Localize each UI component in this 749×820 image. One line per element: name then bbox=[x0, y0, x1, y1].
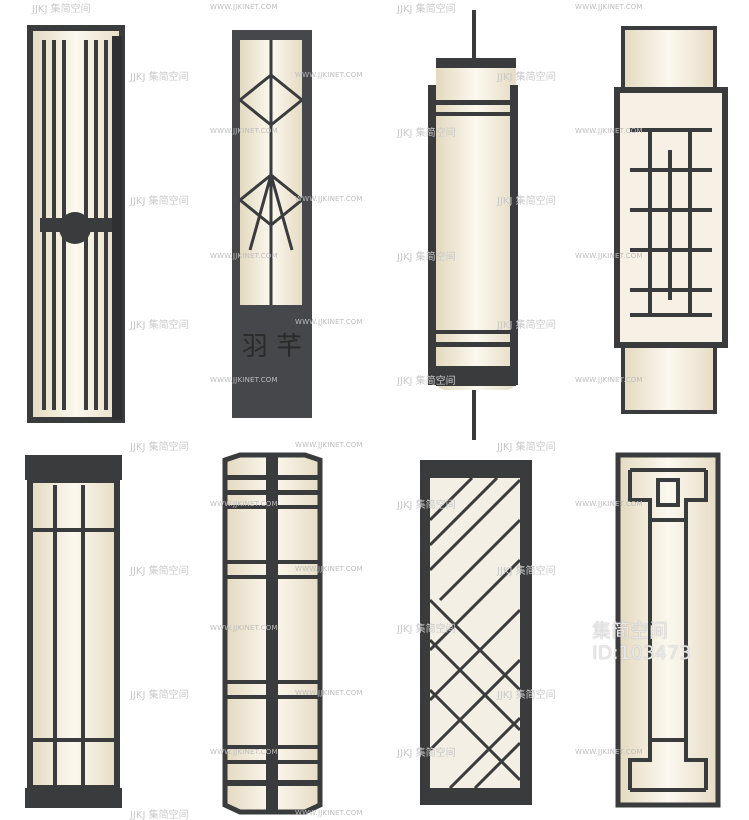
watermark-url: WWW.JJKINET.COM bbox=[295, 689, 363, 697]
watermark-brand: JJKJ 集简空间 bbox=[397, 624, 456, 635]
watermark-url: WWW.JJKINET.COM bbox=[575, 3, 643, 11]
watermark-url: WWW.JJKINET.COM bbox=[295, 318, 363, 326]
watermark-url: WWW.JJKINET.COM bbox=[575, 252, 643, 260]
watermark-brand: JJKJ 集简空间 bbox=[397, 252, 456, 263]
watermark-brand: JJKJ 集简空间 bbox=[497, 196, 556, 207]
watermark-url: WWW.JJKINET.COM bbox=[210, 748, 278, 756]
watermark-url: WWW.JJKINET.COM bbox=[210, 624, 278, 632]
lamp-cylindrical bbox=[428, 10, 518, 440]
watermark-url: WWW.JJKINET.COM bbox=[575, 376, 643, 384]
watermark-url: WWW.JJKINET.COM bbox=[210, 376, 278, 384]
watermark-brand: JJKJ 集简空间 bbox=[130, 196, 189, 207]
watermark-brand: JJKJ 集简空间 bbox=[397, 4, 456, 15]
lamp-octagonal-column bbox=[222, 452, 323, 815]
watermark-brand: JJKJ 集简空间 bbox=[497, 566, 556, 577]
watermark-url: WWW.JJKINET.COM bbox=[295, 809, 363, 817]
watermark-url: WWW.JJKINET.COM bbox=[295, 565, 363, 573]
watermark-brand: JJKJ 集简空间 bbox=[397, 748, 456, 759]
lamp-inscription: 羽 芊 bbox=[242, 332, 302, 362]
watermark-url: WWW.JJKINET.COM bbox=[295, 71, 363, 79]
lamp-vertical-bars bbox=[27, 25, 125, 423]
center-watermark: 集简空间 ID:103473 bbox=[592, 620, 691, 664]
watermark-url: WWW.JJKINET.COM bbox=[295, 195, 363, 203]
lamp-lattice-panel: 羽 芊 bbox=[232, 30, 312, 418]
watermark-url: WWW.JJKINET.COM bbox=[210, 3, 278, 11]
watermark-url: WWW.JJKINET.COM bbox=[575, 500, 643, 508]
watermark-url: WWW.JJKINET.COM bbox=[575, 748, 643, 756]
watermark-brand: JJKJ 集简空间 bbox=[130, 810, 189, 820]
watermark-brand: JJKJ 集简空间 bbox=[497, 320, 556, 331]
watermark-brand: JJKJ 集简空间 bbox=[32, 4, 91, 15]
watermark-brand: JJKJ 集简空间 bbox=[397, 376, 456, 387]
watermark-brand: JJKJ 集简空间 bbox=[497, 72, 556, 83]
watermark-url: WWW.JJKINET.COM bbox=[210, 252, 278, 260]
watermark-url: WWW.JJKINET.COM bbox=[210, 127, 278, 135]
watermark-url: WWW.JJKINET.COM bbox=[210, 500, 278, 508]
watermark-brand: JJKJ 集简空间 bbox=[130, 442, 189, 453]
lamp-fretwork bbox=[614, 26, 728, 414]
lamp-diagonal-lattice bbox=[420, 460, 532, 805]
watermark-brand: JJKJ 集简空间 bbox=[130, 690, 189, 701]
watermark-brand: JJKJ 集简空间 bbox=[497, 442, 556, 453]
watermark-brand: JJKJ 集简空间 bbox=[397, 128, 456, 139]
lamp-square-column bbox=[25, 455, 122, 808]
watermark-id: ID:103473 bbox=[592, 642, 692, 664]
watermark-brand: JJKJ 集简空间 bbox=[130, 566, 189, 577]
watermark-url: WWW.JJKINET.COM bbox=[575, 127, 643, 135]
watermark-brand: JJKJ 集简空间 bbox=[130, 320, 189, 331]
watermark-brand: JJKJ 集简空间 bbox=[130, 72, 189, 83]
watermark-name: 集简空间 bbox=[592, 620, 669, 642]
watermark-brand: JJKJ 集简空间 bbox=[497, 690, 556, 701]
lamp-chinese-knot bbox=[615, 452, 721, 808]
watermark-brand: JJKJ 集简空间 bbox=[397, 500, 456, 511]
watermark-url: WWW.JJKINET.COM bbox=[295, 441, 363, 449]
